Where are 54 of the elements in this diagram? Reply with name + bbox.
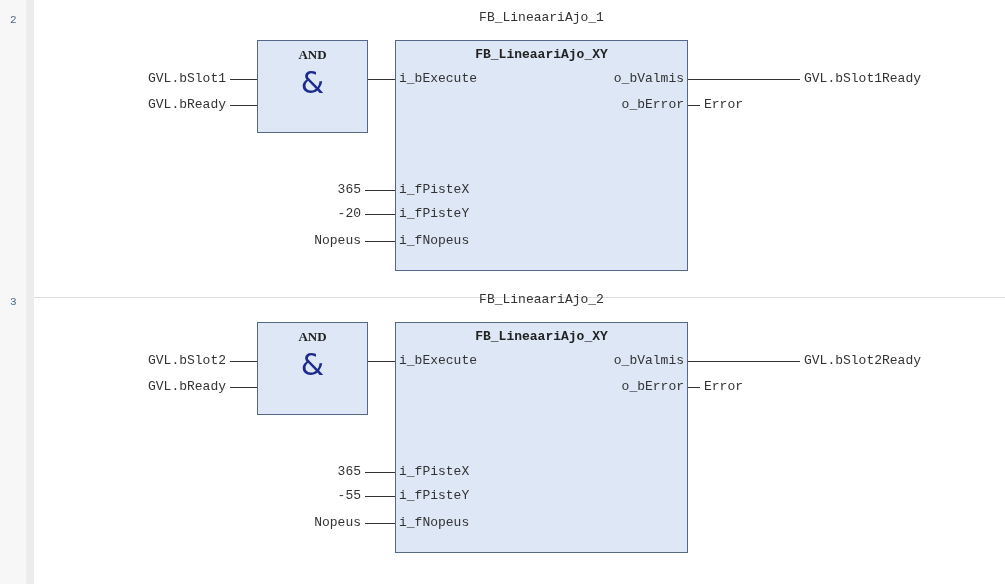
connection-line — [364, 190, 396, 191]
variable-label: GVL.bSlot1Ready — [800, 71, 922, 87]
variable-label: -20 — [250, 206, 365, 222]
pin-label: i_fPisteY — [395, 488, 470, 504]
connection-line — [229, 105, 258, 106]
connection-line — [229, 387, 258, 388]
connection-line — [687, 105, 701, 106]
pin-label: i_fPisteY — [395, 206, 470, 222]
variable-label: GVL.bReady — [110, 379, 230, 395]
pin-label: i_fPisteX — [395, 182, 470, 198]
block-type-label: FB_LineaariAjo_XY — [475, 329, 608, 345]
connection-line — [687, 361, 801, 362]
connection-line — [687, 79, 801, 80]
variable-label: GVL.bReady — [110, 97, 230, 113]
and-gate-block — [257, 40, 368, 133]
pin-label: i_fNopeus — [395, 233, 470, 249]
variable-label: Error — [700, 379, 743, 395]
pin-label: i_fPisteX — [395, 464, 470, 480]
and-symbol: & — [300, 65, 325, 101]
block-type-label: AND — [298, 329, 327, 345]
connection-line — [229, 361, 258, 362]
connection-line — [364, 214, 396, 215]
pin-label: o_bValmis — [613, 71, 688, 87]
variable-label: GVL.bSlot1 — [110, 71, 230, 87]
connection-line — [367, 361, 396, 362]
connection-line — [364, 496, 396, 497]
network-number: 2 — [10, 14, 17, 26]
variable-label: 365 — [250, 464, 365, 480]
instance-name: FB_LineaariAjo_1 — [478, 10, 605, 26]
variable-label: -55 — [250, 488, 365, 504]
block-type-label: AND — [298, 47, 327, 63]
and-gate-block — [257, 322, 368, 415]
pin-label: i_bExecute — [395, 353, 477, 369]
connection-line — [687, 387, 701, 388]
connection-line — [364, 472, 396, 473]
network-number: 3 — [10, 296, 17, 308]
variable-label: Error — [700, 97, 743, 113]
variable-label: GVL.bSlot2 — [110, 353, 230, 369]
pin-label: i_fNopeus — [395, 515, 470, 531]
and-symbol: & — [300, 347, 325, 383]
variable-label: Nopeus — [250, 515, 365, 531]
variable-label: GVL.bSlot2Ready — [800, 353, 922, 369]
connection-line — [367, 79, 396, 80]
pin-label: o_bError — [621, 379, 688, 395]
pin-label: o_bValmis — [613, 353, 688, 369]
connection-line — [364, 241, 396, 242]
connection-line — [364, 523, 396, 524]
variable-label: 365 — [250, 182, 365, 198]
variable-label: Nopeus — [250, 233, 365, 249]
block-type-label: FB_LineaariAjo_XY — [475, 47, 608, 63]
pin-label: i_bExecute — [395, 71, 477, 87]
pin-label: o_bError — [621, 97, 688, 113]
instance-name: FB_LineaariAjo_2 — [478, 292, 605, 308]
connection-line — [229, 79, 258, 80]
